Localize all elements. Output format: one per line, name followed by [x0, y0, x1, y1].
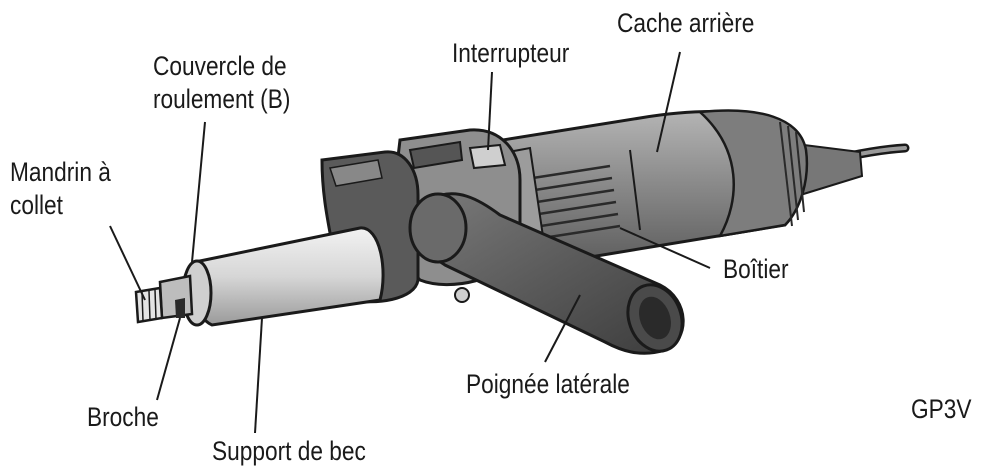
label-mandrin-line2: collet — [10, 190, 63, 220]
label-broche: Broche — [87, 402, 159, 432]
leader-support — [254, 317, 263, 434]
label-interrupteur: Interrupteur — [452, 38, 570, 68]
nose-support — [190, 226, 385, 327]
label-support-de-bec: Support de bec — [212, 436, 366, 466]
leader-cache-arriere — [656, 51, 681, 153]
label-boitier: Boîtier — [723, 254, 789, 284]
handle-mount-knob — [408, 192, 468, 264]
label-mandrin-line1: Mandrin à — [10, 157, 111, 187]
rear-cap — [697, 109, 809, 238]
leader-broche — [156, 317, 181, 401]
model-label: GP3V — [911, 394, 972, 424]
label-poignee-laterale: Poignée latérale — [466, 369, 630, 399]
leader-poignee — [544, 294, 581, 363]
leader-boitier — [619, 227, 711, 269]
leader-couvercle — [191, 121, 206, 263]
leader-lines — [109, 51, 711, 434]
label-cache-arriere: Cache arrière — [617, 8, 755, 38]
label-couvercle-line2: roulement (B) — [153, 84, 291, 114]
label-couvercle-line1: Couvercle de — [153, 51, 287, 81]
leader-mandrin — [109, 225, 146, 301]
leader-interrupteur — [487, 71, 493, 151]
